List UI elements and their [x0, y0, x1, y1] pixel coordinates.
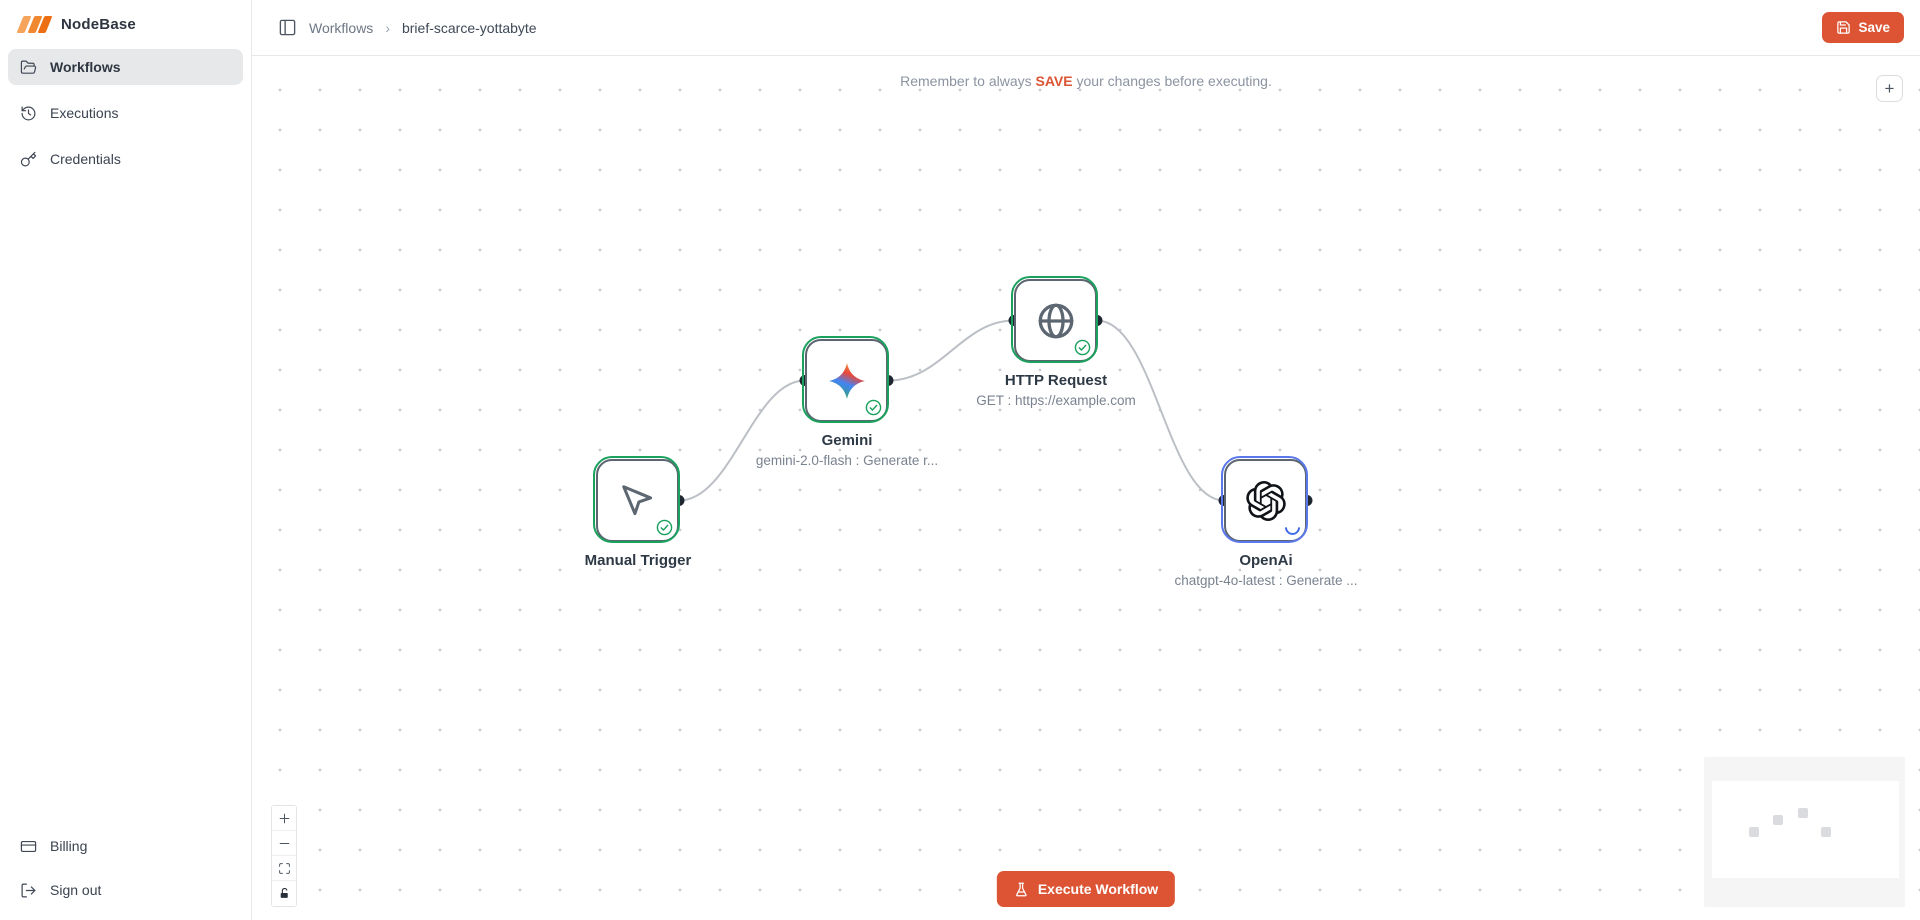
node-title: OpenAi: [1239, 552, 1293, 569]
zoom-in-button[interactable]: [272, 806, 296, 831]
save-button[interactable]: Save: [1822, 12, 1904, 43]
sidebar-toggle-icon[interactable]: [278, 18, 297, 37]
success-badge: [864, 398, 883, 417]
workflow-edges: [673, 315, 1313, 506]
gemini-icon: [828, 362, 865, 399]
maximize-icon: [278, 862, 290, 874]
folder-open-icon: [20, 60, 37, 74]
save-button-label: Save: [1858, 20, 1890, 35]
edge-manual-to-gemini: [678, 379, 806, 502]
check-circle-icon: [865, 399, 882, 416]
plus-icon: +: [1884, 79, 1895, 98]
node-title: HTTP Request: [1004, 372, 1108, 389]
node-subtitle: GET : https://example.com: [976, 393, 1136, 408]
sidebar-item-label: Workflows: [50, 59, 121, 75]
plus-icon: [279, 813, 289, 823]
sidebar-item-credentials[interactable]: Credentials: [8, 141, 243, 177]
minus-icon: [279, 842, 289, 844]
lock-button[interactable]: [272, 881, 296, 906]
edge-http-to-openai: [1096, 319, 1225, 502]
sidebar-item-label: Credentials: [50, 151, 121, 167]
notice-highlight: SAVE: [1035, 73, 1073, 89]
sidebar-item-billing[interactable]: Billing: [8, 828, 243, 864]
credit-card-icon: [20, 840, 37, 852]
node-title: Gemini: [821, 432, 873, 449]
sidebar-item-workflows[interactable]: Workflows: [8, 49, 243, 85]
success-badge: [655, 518, 674, 537]
node-openai[interactable]: [1221, 456, 1308, 543]
success-badge: [1073, 338, 1092, 357]
topbar: Workflows › brief-scarce-yottabyte Save: [252, 0, 1920, 56]
mouse-pointer-icon: [621, 484, 652, 515]
key-icon: [20, 151, 37, 166]
node-label-openai: OpenAi chatgpt-4o-latest : Generate ...: [1126, 552, 1406, 588]
sidebar-item-label: Billing: [50, 838, 88, 854]
node-label-http-request: HTTP Request GET : https://example.com: [916, 372, 1196, 408]
execute-button-label: Execute Workflow: [1037, 881, 1159, 897]
openai-icon: [1245, 480, 1286, 521]
minimap-node: [1749, 827, 1759, 837]
check-circle-icon: [656, 519, 673, 536]
breadcrumb: Workflows › brief-scarce-yottabyte: [278, 18, 537, 37]
globe-icon: [1038, 303, 1073, 338]
node-label-manual-trigger: Manual Trigger: [498, 552, 778, 569]
minimap-node: [1773, 815, 1783, 825]
main-area: Workflows › brief-scarce-yottabyte Save …: [252, 0, 1920, 920]
node-label-gemini: Gemini gemini-2.0-flash : Generate r...: [707, 432, 987, 468]
execute-workflow-button[interactable]: Execute Workflow: [996, 871, 1176, 907]
logout-icon: [21, 883, 36, 897]
node-http-request[interactable]: [1011, 276, 1098, 363]
zoom-out-button[interactable]: [272, 831, 296, 856]
node-subtitle: gemini-2.0-flash : Generate r...: [755, 453, 939, 468]
save-reminder-notice: Remember to always SAVE your changes bef…: [900, 73, 1272, 89]
sidebar-item-sign-out[interactable]: Sign out: [8, 872, 243, 908]
app-logo: NodeBase: [8, 10, 243, 49]
breadcrumb-current-workflow: brief-scarce-yottabyte: [401, 19, 537, 36]
sidebar-footer: Billing Sign out: [8, 828, 243, 910]
flask-icon: [1016, 882, 1027, 896]
fit-view-button[interactable]: [272, 856, 296, 881]
app-name: NodeBase: [61, 16, 136, 33]
edge-gemini-to-http: [887, 319, 1015, 382]
history-icon: [21, 106, 36, 120]
sidebar-nav: Workflows Executions Credentials: [8, 49, 243, 177]
check-circle-icon: [1074, 339, 1091, 356]
nodebase-logo-icon: [16, 16, 53, 33]
node-title: Manual Trigger: [584, 552, 692, 569]
node-subtitle: chatgpt-4o-latest : Generate ...: [1174, 573, 1358, 588]
lock-open-icon: [280, 887, 288, 898]
breadcrumb-separator: ›: [385, 19, 390, 36]
sidebar-item-executions[interactable]: Executions: [8, 95, 243, 131]
minimap-node: [1798, 808, 1808, 818]
add-node-button[interactable]: +: [1876, 75, 1903, 102]
workflow-canvas[interactable]: Remember to always SAVE your changes bef…: [252, 56, 1920, 920]
node-gemini[interactable]: [802, 336, 889, 423]
sidebar: NodeBase Workflows Executions Credential…: [0, 0, 252, 920]
breadcrumb-workflows-link[interactable]: Workflows: [309, 19, 374, 36]
save-icon: [1837, 21, 1851, 34]
node-manual-trigger[interactable]: [593, 456, 680, 543]
sidebar-item-label: Sign out: [50, 882, 102, 898]
sidebar-item-label: Executions: [50, 105, 119, 121]
minimap-node: [1821, 827, 1831, 837]
zoom-controls: [271, 805, 297, 907]
minimap-viewport: [1712, 781, 1899, 878]
minimap[interactable]: [1704, 757, 1905, 907]
